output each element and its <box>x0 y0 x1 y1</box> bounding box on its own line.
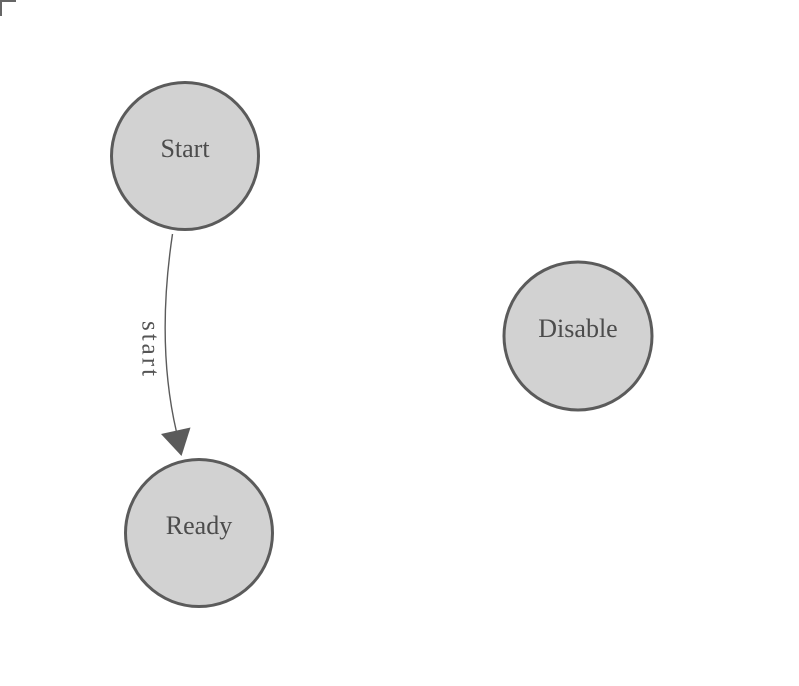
edge-arrowhead <box>161 427 191 456</box>
transition-edge-start-ready[interactable]: start <box>137 233 191 456</box>
edge-label[interactable]: start <box>137 321 164 379</box>
canvas-corner-mark <box>0 0 16 16</box>
state-node-start[interactable]: Start <box>110 81 260 231</box>
state-circle-disable[interactable] <box>502 260 654 412</box>
state-node-disable[interactable]: Disable <box>502 260 654 412</box>
state-circle-start[interactable] <box>110 81 260 231</box>
state-circle-ready[interactable] <box>124 458 274 608</box>
edge-path[interactable] <box>164 233 178 433</box>
state-node-ready[interactable]: Ready <box>124 458 274 608</box>
